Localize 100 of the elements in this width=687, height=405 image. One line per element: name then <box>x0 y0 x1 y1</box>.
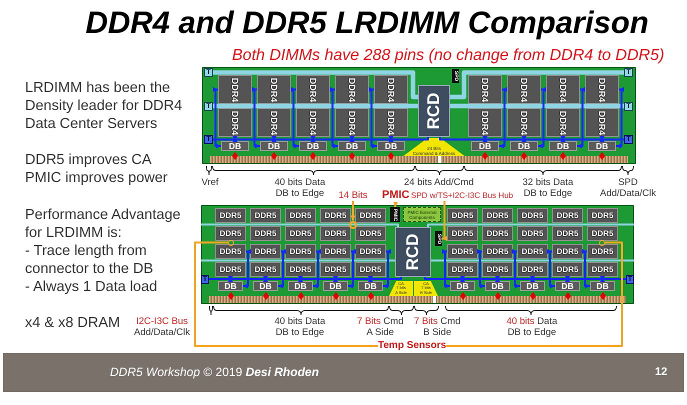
data-buffer-chip: DB <box>450 281 475 291</box>
double-arrow <box>263 276 268 282</box>
bus-line <box>439 137 624 140</box>
double-arrow <box>243 249 251 288</box>
double-arrow <box>512 249 520 288</box>
bracket-label: 24 bits Add/Cmd <box>404 177 474 188</box>
bus-line <box>209 276 402 280</box>
dram-chip: DDR4 <box>374 108 408 137</box>
double-arrow <box>477 249 485 288</box>
bus-line <box>201 224 399 227</box>
dram-chip: DDR4 <box>296 108 330 137</box>
double-arrow <box>616 87 624 148</box>
data-buffer-chip: DB <box>253 281 278 291</box>
double-arrow <box>291 87 299 148</box>
dram-chip: DDR4 <box>507 75 541 104</box>
data-buffer-chip: DB <box>299 141 327 151</box>
dram-chip: DDR4 <box>374 75 408 104</box>
double-arrow <box>278 249 286 288</box>
bracket-label: I2C-I3C Bus Add/Data/Clk <box>134 316 190 338</box>
double-arrow <box>522 136 526 142</box>
bus-line <box>450 104 624 108</box>
data-buffer-chip: DB <box>590 281 615 291</box>
double-arrow <box>499 87 507 148</box>
dram-chip: DDR5 <box>587 208 618 223</box>
double-arrow <box>252 87 260 148</box>
dram-chip: DDR5 <box>215 244 246 259</box>
rcd-chip: RCD <box>395 227 431 277</box>
rcd-chip: RCD <box>418 85 450 137</box>
dram-chip: DDR5 <box>285 244 316 259</box>
dram-chip: DDR5 <box>355 244 386 259</box>
dram-chip: DDR5 <box>552 262 583 277</box>
callout-label: PMIC <box>382 189 410 202</box>
dram-chip: DDR4 <box>468 75 502 104</box>
footer-text: DDR5 Workshop © 2019 Desi Rhoden <box>110 365 319 379</box>
body-text: - Always 1 Data load <box>25 278 158 296</box>
dram-chip: DDR4 <box>218 108 252 137</box>
dram-chip: DDR5 <box>552 226 583 241</box>
data-buffer-chip: DB <box>323 281 348 291</box>
data-buffer-chip: DB <box>471 141 499 151</box>
dram-chip: DDR4 <box>218 75 252 104</box>
dram-chip: DDR5 <box>215 226 246 241</box>
data-buffer-chip: DB <box>510 141 538 151</box>
page-number: 12 <box>655 366 668 378</box>
bracket-label: 7 Bits Cmd B Side <box>414 316 460 338</box>
dram-chip: DDR5 <box>250 208 281 223</box>
double-arrow <box>482 136 488 142</box>
dram-chip: DDR4 <box>296 75 330 104</box>
slide-title: DDR4 and DDR5 LRDIMM Comparison <box>86 4 649 42</box>
dram-chip: DDR5 <box>320 226 351 241</box>
dram-chip: DDR4 <box>546 75 580 104</box>
double-arrow <box>600 276 605 282</box>
bracket-label: 40 bits Data DB to Edge <box>274 177 326 199</box>
bracket-label: 7 Bits Cmd A Side <box>357 316 404 338</box>
dram-chip: DDR5 <box>320 262 351 277</box>
double-arrow <box>560 136 566 142</box>
dram-chip: DDR4 <box>335 75 369 104</box>
dram-chip: DDR5 <box>250 226 281 241</box>
body-text: LRDIMM has been the Density leader for DDR4 Data Center Servers <box>25 79 182 133</box>
dram-chip: DDR5 <box>447 262 478 277</box>
dram-chip: DDR5 <box>355 208 386 223</box>
bus-line <box>424 276 626 280</box>
double-arrow <box>310 136 316 142</box>
dimm-board <box>201 205 634 304</box>
bracket-label: SPD Add/Data/Clk <box>600 177 656 199</box>
double-arrow <box>577 87 585 148</box>
double-arrow <box>272 136 276 142</box>
body-text: x4 & x8 DRAM <box>25 314 120 332</box>
dram-chip: DDR4 <box>468 108 502 137</box>
data-buffer-chip: DB <box>588 141 616 151</box>
body-text: PMIC improves power <box>25 169 168 187</box>
bus-line <box>201 260 395 262</box>
dram-chip: DDR5 <box>552 208 583 223</box>
double-arrow <box>213 87 221 148</box>
bracket-label: 40 bits Data DB to Edge <box>506 316 558 338</box>
double-arrow <box>383 249 391 288</box>
data-buffer-chip: DB <box>520 281 545 291</box>
double-arrow <box>369 87 377 148</box>
dram-chip: DDR5 <box>215 208 246 223</box>
dram-chip: DDR5 <box>552 244 583 259</box>
double-arrow <box>330 87 338 148</box>
data-buffer-chip: DB <box>485 281 510 291</box>
dram-chip: DDR5 <box>320 208 351 223</box>
data-buffer-chip: DB <box>555 281 580 291</box>
dram-chip: DDR5 <box>355 262 386 277</box>
bracket-label: Vref <box>202 177 219 188</box>
double-arrow <box>298 276 303 282</box>
dram-chip: DDR5 <box>517 226 548 241</box>
double-arrow <box>600 136 604 142</box>
double-arrow <box>333 276 338 282</box>
dram-chip: DDR4 <box>257 75 291 104</box>
bus-line <box>427 224 634 227</box>
leader-arrow <box>442 201 447 241</box>
dram-chip: DDR5 <box>447 244 478 259</box>
double-arrow <box>232 136 238 142</box>
double-arrow <box>348 249 356 288</box>
double-arrow <box>530 276 535 282</box>
bracket-label: 40 bits Data DB to Edge <box>274 316 326 338</box>
data-buffer-chip: DB <box>549 141 577 151</box>
dram-chip: DDR4 <box>507 108 541 137</box>
leader-arrow <box>350 201 356 220</box>
